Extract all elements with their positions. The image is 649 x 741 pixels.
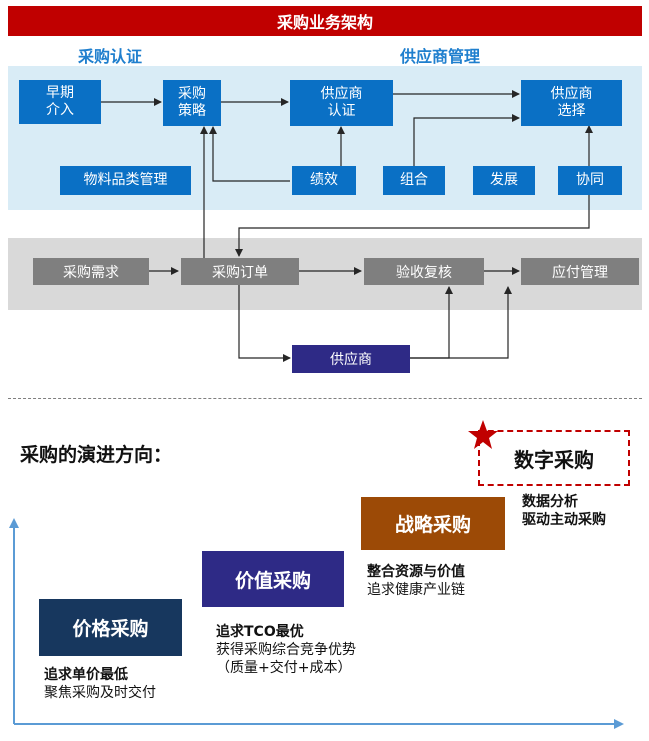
box-portfolio: 组合 [383, 166, 445, 195]
box-supplier-certification: 供应商 认证 [290, 80, 393, 126]
stage-value-procurement: 价值采购 [202, 551, 344, 607]
star-icon [468, 420, 498, 449]
stage-price-procurement: 价格采购 [39, 599, 182, 656]
section-label-supplier-management: 供应商管理 [400, 47, 481, 66]
section-divider [8, 398, 642, 399]
box-performance: 绩效 [292, 166, 356, 195]
box-collaboration: 协同 [558, 166, 622, 195]
stage-strategic-procurement: 战略采购 [361, 497, 505, 550]
strategic-desc-text: 追求健康产业链 [367, 582, 465, 599]
box-supplier-selection: 供应商 选择 [521, 80, 622, 126]
strategic-desc: 整合资源与价值 追求健康产业链 [367, 563, 465, 599]
price-desc-bold: 追求单价最低 [44, 667, 128, 683]
evolution-title: 采购的演进方向： [20, 444, 173, 466]
digital-desc-line-2: 驱动主动采购 [522, 512, 606, 529]
box-purchase-demand: 采购需求 [33, 258, 149, 285]
digital-desc: 数据分析 驱动主动采购 [522, 493, 606, 529]
section-label-certification: 采购认证 [78, 47, 143, 66]
architecture-title: 采购业务架构 [8, 6, 642, 36]
value-desc-text: 获得采购综合竞争优势（质量+交付+成本） [216, 642, 356, 677]
box-early-involvement: 早期 介入 [19, 80, 101, 124]
box-material-category: 物料品类管理 [60, 166, 191, 195]
price-desc: 追求单价最低 聚焦采购及时交付 [44, 666, 162, 702]
stage-digital-procurement: 数字采购 [478, 430, 630, 486]
value-desc: 追求TCO最优 获得采购综合竞争优势（质量+交付+成本） [216, 623, 366, 678]
digital-desc-line-1: 数据分析 [522, 494, 578, 510]
box-payables: 应付管理 [521, 258, 639, 285]
box-purchase-order: 采购订单 [181, 258, 299, 285]
box-supplier: 供应商 [292, 345, 410, 373]
box-procurement-strategy: 采购 策略 [163, 80, 221, 126]
box-development: 发展 [473, 166, 535, 195]
box-inspection: 验收复核 [364, 258, 484, 285]
value-desc-bold: 追求TCO最优 [216, 624, 304, 640]
strategic-desc-bold: 整合资源与价值 [367, 564, 465, 580]
price-desc-text: 聚焦采购及时交付 [44, 685, 156, 702]
